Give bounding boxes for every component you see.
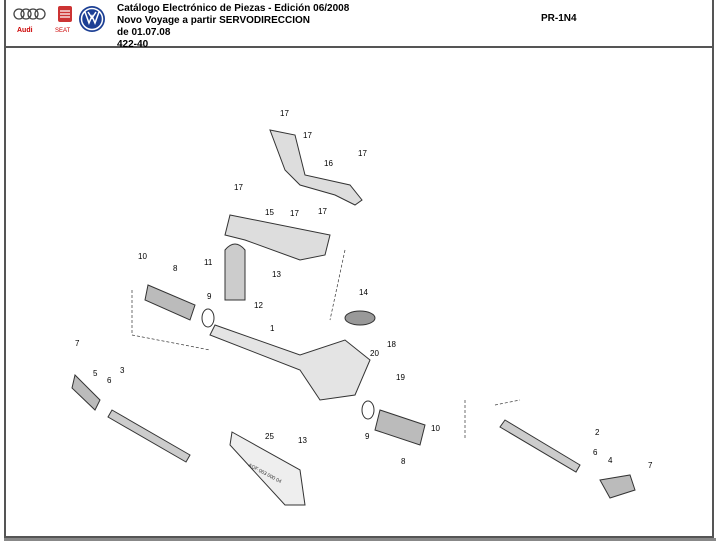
part-callout[interactable]: 11 (204, 258, 213, 267)
brand-logos: Audi SEAT (13, 6, 105, 34)
ring-9-right (361, 400, 375, 420)
part-callout[interactable]: 7 (75, 339, 80, 348)
part-callout[interactable]: 14 (359, 288, 368, 297)
part-callout[interactable]: 16 (324, 159, 333, 168)
ring-9-left (201, 308, 215, 328)
part-callout[interactable]: 10 (138, 252, 147, 261)
part-callout[interactable]: 8 (401, 457, 406, 466)
part-callout[interactable]: 8 (173, 264, 178, 273)
part-callout[interactable]: 3 (120, 366, 125, 375)
part-callout[interactable]: 19 (396, 373, 405, 382)
part-callout[interactable]: 6 (107, 376, 112, 385)
audi-logo (13, 8, 46, 20)
part-callout[interactable]: 4 (608, 456, 613, 465)
part-callout[interactable]: 9 (207, 292, 212, 301)
tie-rod-right (499, 419, 581, 473)
part-callout[interactable]: 25 (265, 432, 274, 441)
part-callout[interactable]: 20 (370, 349, 379, 358)
part-callout[interactable]: 17 (290, 209, 299, 218)
part-callout[interactable]: 7 (648, 461, 653, 470)
part-callout[interactable]: 9 (365, 432, 370, 441)
grease-tube-25 (229, 431, 306, 506)
pr-code: PR-1N4 (541, 13, 577, 24)
seal-14 (344, 310, 376, 326)
tie-rod-end-right (599, 474, 636, 499)
clamp-11 (224, 243, 246, 301)
steering-rack (209, 324, 371, 401)
model-group: Novo Voyage a partir SERVODIRECCION (117, 15, 311, 26)
bracket-16 (269, 129, 363, 206)
vw-logo (79, 6, 105, 32)
part-callout[interactable]: 5 (93, 369, 98, 378)
bellows-8-right (374, 409, 426, 446)
catalog-title: Catálogo Electrónico de Piezas - Edición… (117, 3, 350, 14)
illustration-number: 422-40 (117, 39, 149, 50)
validity-date: de 01.07.08 (117, 27, 171, 38)
part-callout[interactable]: 18 (387, 340, 396, 349)
seat-wordmark: SEAT (55, 28, 71, 34)
page-bottom-edge (4, 538, 716, 541)
page-frame (4, 0, 714, 538)
audi-wordmark: Audi (17, 27, 33, 34)
part-callout[interactable]: 17 (318, 207, 327, 216)
part-callout[interactable]: 17 (358, 149, 367, 158)
tie-rod-left (107, 409, 191, 463)
part-callout[interactable]: 13 (298, 436, 307, 445)
catalog-header: Audi SEAT Catálogo Electrónico de Piezas… (4, 0, 714, 50)
part-callout[interactable]: 10 (431, 424, 440, 433)
part-callout[interactable]: 2 (595, 428, 600, 437)
part-callout[interactable]: 6 (593, 448, 598, 457)
part-callout[interactable]: 17 (234, 183, 243, 192)
bellows-8-left (144, 284, 196, 321)
bracket-15 (224, 214, 331, 261)
part-callout[interactable]: 17 (280, 109, 289, 118)
part-callout[interactable]: 15 (265, 208, 274, 217)
part-callout[interactable]: 13 (272, 270, 281, 279)
part-callout[interactable]: 17 (303, 131, 312, 140)
tie-rod-end-left (71, 374, 101, 411)
part-callout[interactable]: 12 (254, 301, 263, 310)
part-callout[interactable]: 1 (270, 324, 275, 333)
